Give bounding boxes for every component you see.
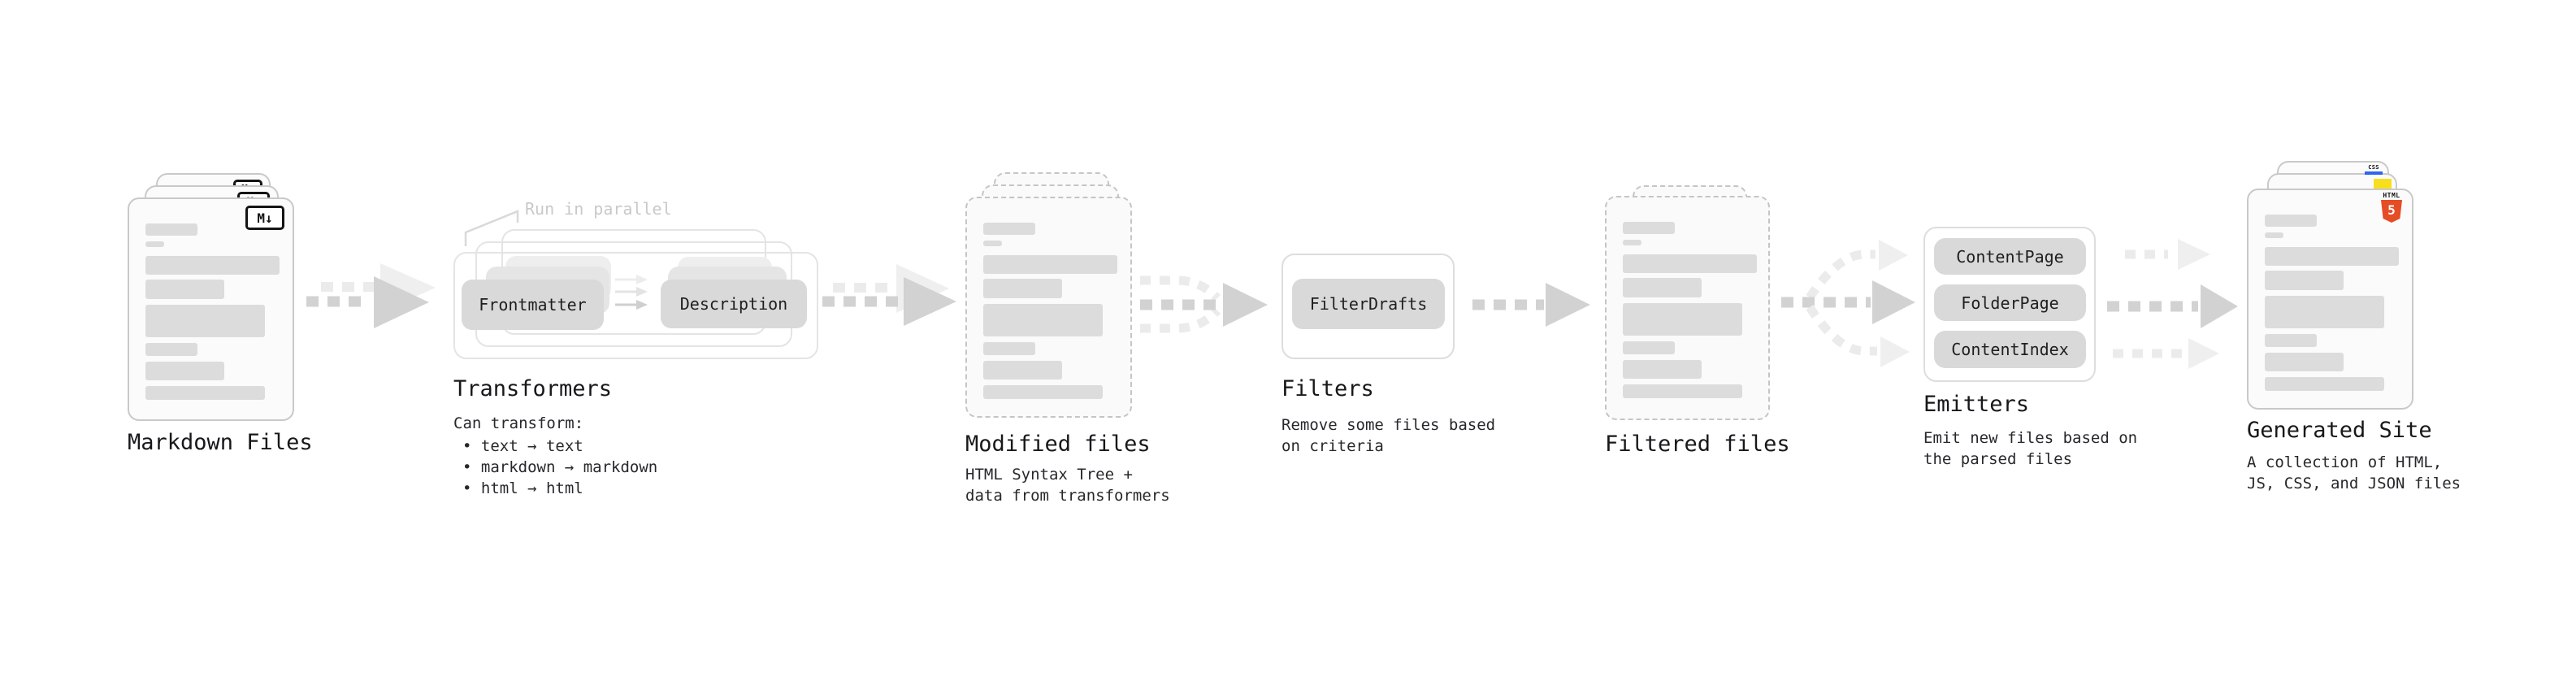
css-badge-label: CSS: [2368, 164, 2379, 171]
doc-line: [145, 305, 265, 337]
frontmatter-node: Frontmatter: [462, 280, 604, 330]
generated-caption-2: JS, CSS, and JSON files: [2247, 475, 2461, 492]
js-badge: [2374, 179, 2392, 189]
arrow-transformers-to-modified: [822, 264, 956, 326]
annotation-leader-line: [464, 210, 519, 246]
doc-line: [1623, 278, 1702, 297]
stage-title-modified-files: Modified files: [965, 432, 1151, 457]
html5-badge-word: HTML: [2383, 192, 2400, 199]
doc-line: [2265, 353, 2344, 371]
filters-caption-1: Remove some files based: [1281, 416, 1496, 434]
modified-caption-2: data from transformers: [965, 487, 1170, 505]
arrow-filtered-to-emitters-fanout: [1781, 240, 1915, 367]
stage-title-markdown-files: Markdown Files: [128, 430, 313, 455]
transformers-bullet-2: • markdown → markdown: [462, 458, 658, 476]
doc-line: [983, 279, 1062, 298]
folderpage-node: FolderPage: [1934, 284, 2086, 321]
modified-file-front: [965, 197, 1132, 418]
arrow-filters-to-filtered: [1472, 283, 1590, 327]
filtered-file-front: [1605, 196, 1770, 420]
doc-line: [983, 385, 1103, 399]
stage-title-filtered-files: Filtered files: [1605, 432, 1790, 457]
doc-line: [145, 362, 224, 380]
transformers-frame-front: [453, 252, 818, 359]
doc-line: [983, 342, 1035, 355]
doc-line: [983, 223, 1035, 235]
doc-line: [145, 241, 164, 247]
doc-line: [1623, 303, 1742, 336]
arrow-modified-to-filters-merge: [1140, 275, 1268, 333]
stage-title-generated-site: Generated Site: [2247, 418, 2432, 443]
doc-line: [983, 304, 1103, 336]
arrow-frontmatter-to-description: [615, 275, 648, 310]
transformers-bullet-1: • text → text: [462, 437, 583, 455]
doc-line: [1623, 341, 1675, 354]
doc-line: [983, 361, 1062, 380]
transformers-bullet-3: • html → html: [462, 479, 583, 497]
doc-line: [2265, 247, 2399, 266]
doc-line: [145, 256, 280, 275]
doc-line: [983, 255, 1117, 274]
html5-badge: HTML 5: [2381, 193, 2402, 223]
markdown-badge: M↓: [245, 206, 284, 230]
doc-line: [145, 223, 197, 236]
doc-line: [2265, 334, 2317, 347]
doc-line: [1623, 222, 1675, 234]
doc-line: [1623, 360, 1702, 379]
transformers-caption: Can transform:: [453, 414, 584, 432]
stage-title-filters: Filters: [1281, 376, 1374, 401]
contentpage-node: ContentPage: [1934, 238, 2086, 275]
emitters-caption-1: Emit new files based on: [1923, 429, 2138, 447]
css-badge: CSS: [2365, 164, 2383, 175]
doc-line: [1623, 240, 1641, 245]
doc-line: [145, 280, 224, 299]
doc-line: [2265, 232, 2283, 238]
run-in-parallel-annotation: Run in parallel: [525, 199, 672, 219]
generated-file-html: HTML 5: [2247, 189, 2413, 410]
doc-line: [983, 241, 1002, 246]
doc-line: [1623, 384, 1742, 398]
doc-line: [145, 343, 197, 356]
stage-title-transformers: Transformers: [453, 376, 613, 401]
doc-line: [1623, 254, 1757, 273]
doc-line: [145, 386, 265, 400]
doc-line: [2265, 215, 2317, 227]
html5-badge-shield: 5: [2381, 200, 2402, 223]
arrow-markdown-to-transformers: [306, 263, 436, 328]
generated-caption-1: A collection of HTML,: [2247, 453, 2443, 471]
css-badge-bar: [2365, 171, 2383, 175]
emitters-caption-2: the parsed files: [1923, 450, 2073, 468]
filterdrafts-node: FilterDrafts: [1292, 279, 1445, 329]
contentindex-node: ContentIndex: [1934, 331, 2086, 368]
modified-caption-1: HTML Syntax Tree +: [965, 466, 1133, 484]
description-node: Description: [661, 280, 807, 328]
markdown-file-front: M↓: [128, 197, 294, 421]
doc-line: [2265, 271, 2344, 290]
doc-line: [2265, 377, 2384, 391]
filters-caption-2: on criteria: [1281, 437, 1384, 455]
doc-line: [2265, 296, 2384, 328]
stage-title-emitters: Emitters: [1923, 392, 2030, 417]
arrow-emitters-to-generated: [2107, 239, 2238, 369]
